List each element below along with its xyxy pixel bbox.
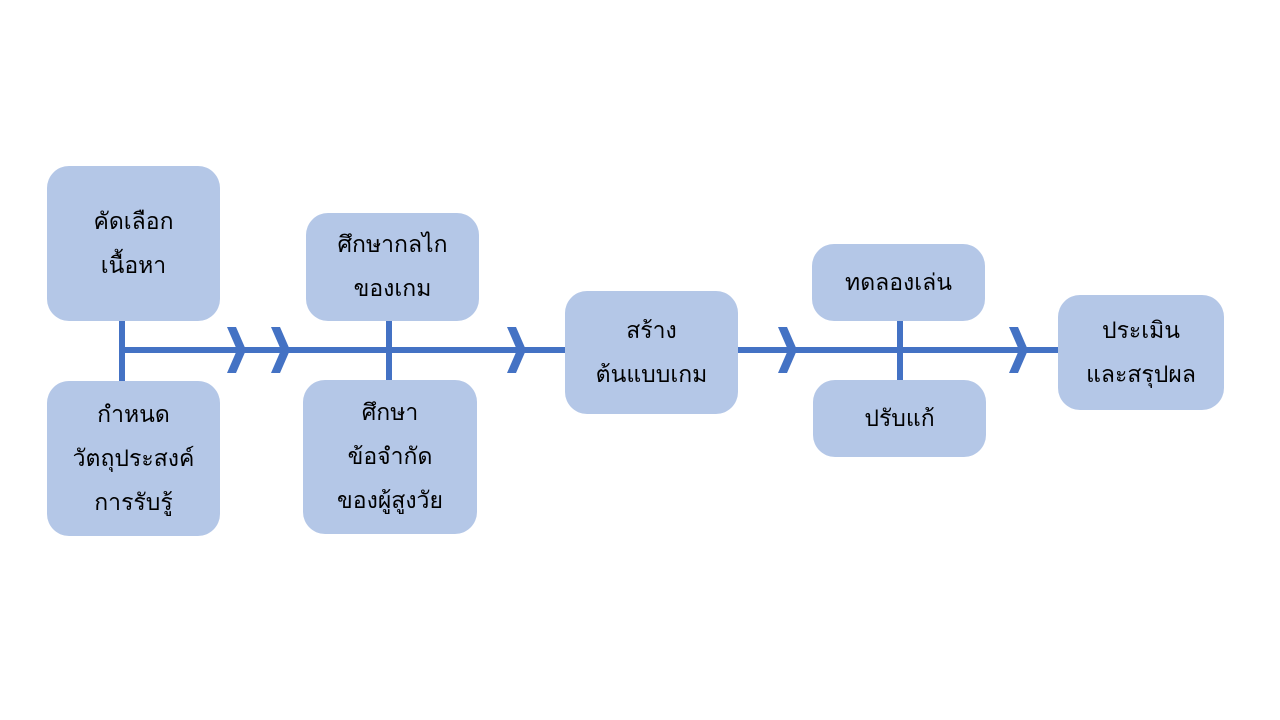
- step-label: สร้าง: [626, 317, 677, 344]
- connector-3: [897, 321, 903, 380]
- step-label: ทดลองเล่น: [845, 269, 952, 296]
- step-build-prototype: สร้าง ต้นแบบเกม: [565, 291, 738, 414]
- step-label: การรับรู้: [94, 489, 173, 516]
- step-study-game-mechanics: ศึกษากลไก ของเกม: [306, 213, 479, 321]
- connector-1: [119, 321, 125, 381]
- chevron-icon: [778, 327, 797, 373]
- step-label: วัตถุประสงค์: [72, 445, 195, 472]
- step-revise: ปรับแก้: [813, 380, 986, 457]
- step-label: ของผู้สูงวัย: [337, 488, 443, 514]
- step-label: ศึกษา: [361, 400, 419, 426]
- step-label: และสรุปผล: [1086, 361, 1196, 388]
- step-label: ศึกษากลไก: [337, 232, 448, 258]
- step-label: กำหนด: [97, 401, 170, 428]
- step-study-elderly-limitations: ศึกษา ข้อจำกัด ของผู้สูงวัย: [303, 380, 477, 534]
- chevron-icon: [271, 327, 290, 373]
- chevron-icon: [227, 327, 246, 373]
- chevron-icon: [1009, 327, 1028, 373]
- step-label: ปรับแก้: [864, 405, 935, 432]
- step-label: ประเมิน: [1101, 317, 1181, 344]
- step-label: ต้นแบบเกม: [595, 361, 708, 388]
- step-playtest: ทดลองเล่น: [812, 244, 985, 321]
- step-select-content: คัดเลือก เนื้อหา: [47, 166, 220, 321]
- connector-2: [386, 321, 392, 380]
- step-evaluate-conclude: ประเมิน และสรุปผล: [1058, 295, 1224, 410]
- step-label: ข้อจำกัด: [347, 444, 433, 470]
- step-label: คัดเลือก: [93, 208, 174, 235]
- step-define-objectives: กำหนด วัตถุประสงค์ การรับรู้: [47, 381, 220, 536]
- step-label: เนื้อหา: [100, 252, 167, 279]
- step-label: ของเกม: [353, 276, 432, 302]
- chevron-icon: [507, 327, 526, 373]
